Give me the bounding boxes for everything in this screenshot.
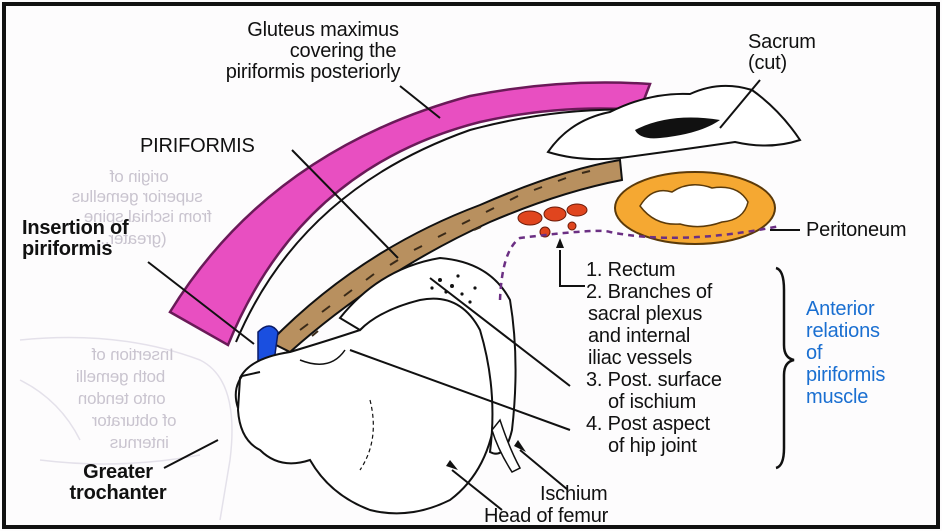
label-gluteus-line2: covering the xyxy=(218,41,468,62)
relation-4b: of hip joint xyxy=(586,435,722,457)
label-peritoneum: Peritoneum xyxy=(806,220,906,241)
label-ischium: Ischium xyxy=(540,484,608,505)
label-gluteus-line3: piriformis posteriorly xyxy=(188,62,438,83)
ghost-text-1: origin of xyxy=(110,166,169,187)
relation-2d: iliac vessels xyxy=(586,347,722,369)
anterior-line3: of xyxy=(806,342,885,364)
rectum-lumen xyxy=(640,185,748,227)
ghost-text-6: both gemelli xyxy=(76,366,165,387)
anterior-line4: piriformis xyxy=(806,364,885,386)
relation-2b: sacral plexus xyxy=(586,303,722,325)
anterior-line1: Anterior xyxy=(806,298,885,320)
anterior-line5: muscle xyxy=(806,386,885,408)
label-relations: 1. Rectum 2. Branches of sacral plexus a… xyxy=(586,259,722,457)
label-head-of-femur: Head of femur xyxy=(484,506,608,527)
relation-2c: and internal xyxy=(586,325,722,347)
relation-4a: 4. Post aspect xyxy=(586,413,722,435)
anterior-line2: relations xyxy=(806,320,885,342)
relation-3a: 3. Post. surface xyxy=(586,369,722,391)
label-greater-trochanter: Greater trochanter xyxy=(48,462,188,504)
ghost-text-7: onto tendon xyxy=(78,388,166,409)
relation-2a: 2. Branches of xyxy=(586,281,722,303)
label-piriformis: PIRIFORMIS xyxy=(140,136,255,157)
label-insertion-line2: piriformis xyxy=(22,239,129,260)
relation-1: 1. Rectum xyxy=(586,259,722,281)
ghost-text-5: Insertion of xyxy=(92,344,174,365)
label-sacrum: Sacrum (cut) xyxy=(748,32,816,74)
label-anterior-relations: Anterior relations of piriformis muscle xyxy=(806,298,885,408)
label-gluteus-line1: Gluteus maximus xyxy=(198,20,448,41)
label-sacrum-line2: (cut) xyxy=(748,53,816,74)
ghost-text-2: superior gemellus xyxy=(72,186,203,207)
label-gluteus: Gluteus maximus covering the piriformis … xyxy=(188,20,438,83)
ghost-text-9: internus xyxy=(110,432,169,453)
label-insertion-line1: Insertion of xyxy=(22,218,129,239)
relations-brace xyxy=(776,268,794,468)
label-insertion: Insertion of piriformis xyxy=(22,218,129,260)
label-sacrum-line1: Sacrum xyxy=(748,32,816,53)
ghost-text-8: of obturator xyxy=(92,410,177,431)
relation-3b: of ischium xyxy=(586,391,722,413)
label-greater-line1: Greater xyxy=(48,462,188,483)
femur-outline xyxy=(238,296,497,513)
label-greater-line2: trochanter xyxy=(48,483,188,504)
